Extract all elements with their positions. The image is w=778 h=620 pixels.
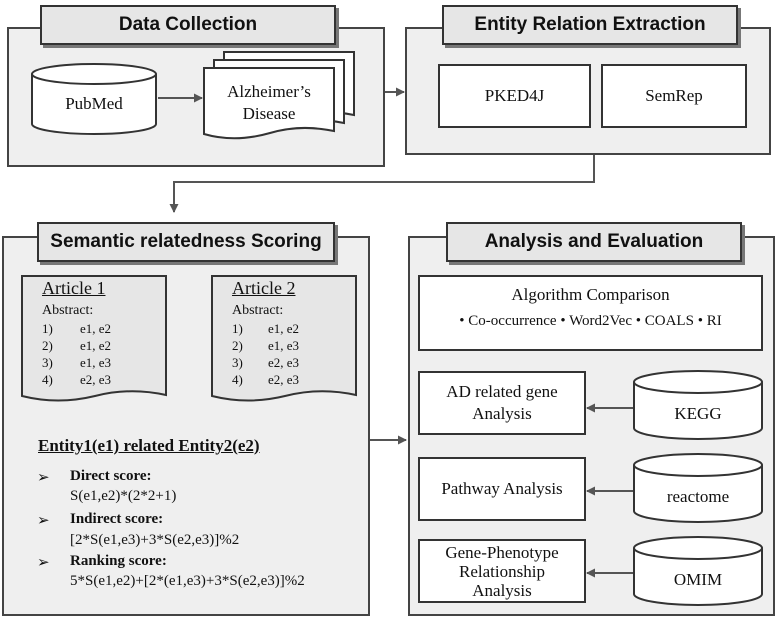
semrep-box: SemRep	[601, 64, 747, 128]
direct-score-formula: S(e1,e2)*(2*2+1)	[70, 488, 177, 504]
semantic-scoring-title: Semantic relatedness Scoring	[37, 222, 335, 262]
algorithm-item: RI	[706, 313, 722, 329]
article-2-document-icon	[211, 275, 357, 402]
article-2-row-pair: e1, e3	[268, 338, 300, 353]
algorithm-comparison-title: Algorithm Comparison	[511, 285, 670, 304]
pubmed-label: PubMed	[65, 94, 123, 113]
bullet-icon: •	[560, 313, 566, 329]
pubmed-database-icon	[31, 63, 157, 135]
article-2-row-pair: e2, e3	[268, 372, 300, 387]
entity-relation-title: Entity Relation Extraction	[442, 5, 738, 45]
article-1-row-pair: e1, e3	[80, 355, 112, 370]
direct-score-label: Direct score:	[70, 468, 152, 484]
bullet-icon: •	[635, 313, 642, 329]
ad-gene-analysis-box: AD related gene Analysis	[418, 371, 586, 435]
article-1-row-pair: e1, e2	[80, 338, 112, 353]
article-1-title: Article 1	[42, 278, 106, 298]
article-2-row-num: 1)	[232, 321, 243, 336]
article-1-row-num: 1)	[42, 321, 53, 336]
article-2-row-pair: e2, e3	[268, 355, 300, 370]
article-1-row-num: 2)	[42, 338, 53, 353]
indirect-score-label: Indirect score:	[70, 511, 164, 527]
gene-phenotype-line-3: Analysis	[472, 580, 532, 600]
arrow-extraction-to-scoring	[169, 155, 595, 213]
bullet-icon: •	[697, 313, 703, 329]
article-1-row-pair: e1, e2	[80, 321, 112, 336]
article-1-document-icon	[21, 275, 167, 402]
article-2-row-pair: e1, e2	[268, 321, 300, 336]
article-1-row-pair: e2, e3	[80, 372, 112, 387]
algorithm-item: COALS	[644, 313, 694, 329]
omim-database-icon	[633, 536, 763, 606]
bullet-icon: •	[459, 313, 465, 329]
alzheimers-document-stack-icon	[203, 51, 355, 140]
kegg-database-icon	[633, 370, 763, 440]
article-2-row-num: 3)	[232, 355, 243, 370]
ranking-score-formula: 5*S(e1,e2)+[2*(e1,e3)+3*S(e2,e3)]%2	[70, 573, 305, 589]
algorithm-list: • Co-occurrence • Word2Vec • COALS • RI	[459, 313, 721, 330]
article-2-title: Article 2	[232, 278, 296, 298]
alzheimers-line-2: Disease	[242, 104, 296, 123]
ad-gene-analysis-line-2: Analysis	[472, 404, 532, 423]
algorithm-comparison-box: Algorithm Comparison • Co-occurrence • W…	[418, 275, 763, 351]
analysis-title: Analysis and Evaluation	[446, 222, 742, 262]
kegg-label: KEGG	[674, 404, 722, 423]
algorithm-item: Word2Vec	[569, 313, 632, 329]
direct-score-bullet: ➢	[37, 470, 50, 486]
pathway-analysis-box: Pathway Analysis	[418, 457, 586, 521]
relation-heading: Entity1(e1) related Entity2(e2)	[38, 436, 260, 455]
pked4j-box: PKED4J	[438, 64, 591, 128]
article-1-row-num: 3)	[42, 355, 53, 370]
ranking-score-label: Ranking score:	[70, 553, 167, 569]
article-2-row-num: 4)	[232, 372, 243, 387]
ad-gene-analysis-line-1: AD related gene	[446, 382, 558, 401]
reactome-label: reactome	[666, 487, 730, 506]
alzheimers-disease-label: Alzheimer’s Disease	[204, 80, 334, 126]
article-1-abstract-label: Abstract:	[42, 303, 94, 318]
indirect-score-bullet: ➢	[37, 513, 50, 529]
ranking-score-bullet: ➢	[37, 555, 50, 571]
data-collection-title: Data Collection	[40, 5, 336, 45]
reactome-database-icon	[633, 453, 763, 523]
gene-phenotype-line-2: Relationship	[459, 561, 545, 581]
algorithm-item: Co-occurrence	[468, 313, 557, 329]
gene-phenotype-line-1: Gene-Phenotype	[445, 542, 559, 562]
alzheimers-line-1: Alzheimer’s	[227, 82, 311, 101]
indirect-score-formula: [2*S(e1,e3)+3*S(e2,e3)]%2	[70, 532, 240, 548]
article-2-abstract-label: Abstract:	[232, 303, 284, 318]
article-1-row-num: 4)	[42, 372, 53, 387]
article-2-row-num: 2)	[232, 338, 243, 353]
omim-label: OMIM	[673, 570, 723, 589]
gene-phenotype-box: Gene-Phenotype Relationship Analysis	[418, 539, 586, 603]
